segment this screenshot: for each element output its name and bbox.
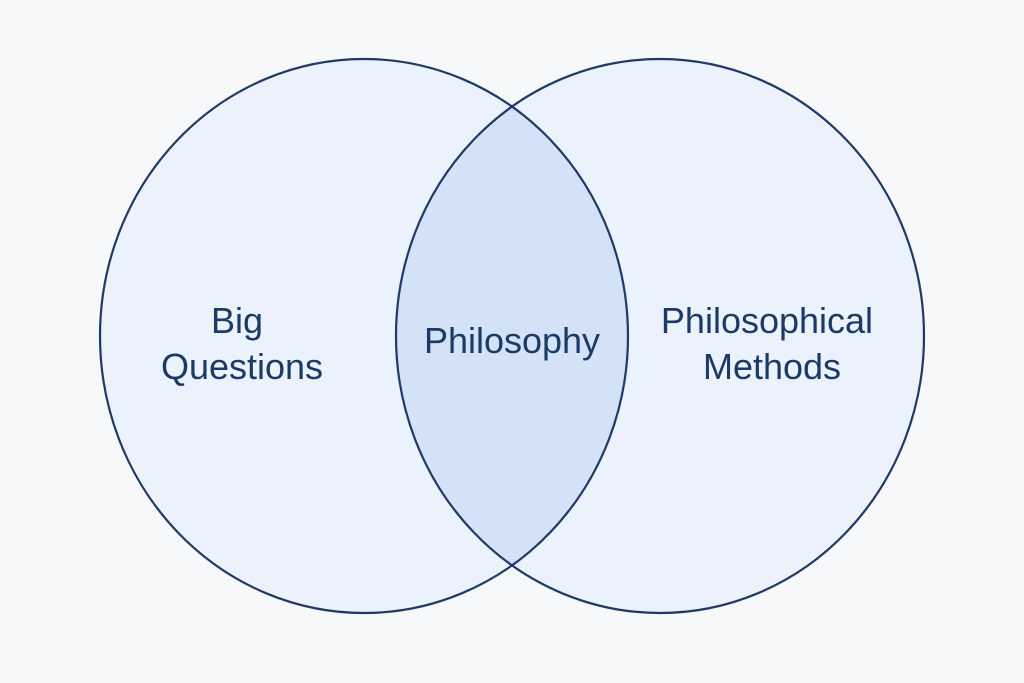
- left-label-line-1: Big: [211, 300, 263, 341]
- left-label-line-2: Questions: [161, 346, 323, 387]
- right-set-label: Philosophical Methods: [661, 300, 883, 387]
- set-outline-right: [394, 57, 926, 615]
- right-label-line-1: Philosophical: [661, 300, 873, 341]
- right-label-line-2: Methods: [703, 346, 841, 387]
- set-outline-left: [98, 57, 630, 615]
- intersection-label: Philosophy: [424, 320, 600, 361]
- left-set-label: Big Questions: [161, 300, 323, 387]
- intersection-region: [396, 59, 628, 613]
